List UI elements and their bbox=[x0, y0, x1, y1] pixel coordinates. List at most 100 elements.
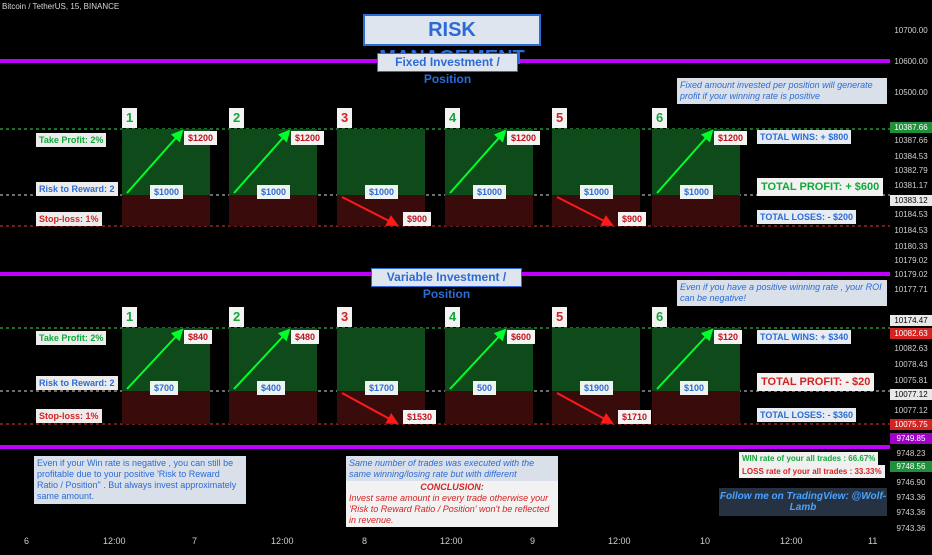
loss-rate: LOSS rate of your all trades : 33.33% bbox=[739, 465, 885, 478]
price-tick: 9743.36 bbox=[896, 493, 926, 502]
section2-risk-reward: Risk to Reward: 2 bbox=[36, 376, 118, 390]
win-arrow bbox=[233, 129, 291, 194]
time-tick: 6 bbox=[24, 536, 30, 546]
result-value: $1530 bbox=[403, 410, 437, 424]
price-tick: 10180.33 bbox=[894, 242, 928, 251]
conclusion-box: CONCLUSION: Invest same amount in every … bbox=[346, 481, 558, 527]
entry-value: $1700 bbox=[365, 381, 399, 395]
win-arrow bbox=[449, 129, 507, 194]
price-tick: 10381.17 bbox=[894, 181, 928, 190]
price-tick: 10174.47 bbox=[890, 315, 932, 326]
result-value: $1200 bbox=[291, 131, 325, 145]
section2-total-profit: TOTAL PROFIT: - $20 bbox=[757, 373, 875, 391]
result-value: $480 bbox=[291, 330, 320, 344]
price-tick: 10700.00 bbox=[894, 26, 928, 35]
entry-value: $1000 bbox=[365, 185, 399, 199]
bottom-left-note: Even if your Win rate is negative , you … bbox=[34, 456, 246, 504]
time-tick: 12:00 bbox=[271, 536, 294, 546]
result-value: $1200 bbox=[507, 131, 541, 145]
section1-total-profit: TOTAL PROFIT: + $600 bbox=[757, 178, 884, 196]
loss-arrow bbox=[341, 392, 399, 424]
price-tick: 10500.00 bbox=[894, 88, 928, 97]
price-tick: 10600.00 bbox=[894, 57, 928, 66]
loss-zone bbox=[652, 391, 740, 424]
win-arrow bbox=[656, 328, 714, 390]
time-tick: 12:00 bbox=[440, 536, 463, 546]
entry-value: $1000 bbox=[257, 185, 291, 199]
price-tick: 10077.12 bbox=[890, 389, 932, 400]
loss-arrow bbox=[556, 392, 614, 424]
loss-zone bbox=[122, 195, 210, 226]
result-value: $1710 bbox=[618, 410, 652, 424]
price-tick: 10077.12 bbox=[894, 406, 928, 415]
follow-note: Follow me on TradingView: @Wolf-Lamb bbox=[719, 488, 887, 516]
price-tick: 10082.63 bbox=[890, 328, 932, 339]
page-title: RISK MANAGEMENT bbox=[363, 14, 541, 69]
price-tick: 9748.23 bbox=[896, 449, 926, 458]
section1-take-profit: Take Profit: 2% bbox=[36, 133, 107, 147]
price-tick: 9748.56 bbox=[890, 461, 932, 472]
result-value: $900 bbox=[618, 212, 647, 226]
loss-zone bbox=[652, 195, 740, 226]
loss-arrow bbox=[556, 196, 614, 226]
profit-zone bbox=[552, 129, 640, 195]
profit-zone bbox=[337, 129, 425, 195]
section-divider bbox=[0, 445, 890, 449]
time-tick: 12:00 bbox=[103, 536, 126, 546]
section2-note: Even if you have a positive winning rate… bbox=[677, 280, 887, 306]
trade-number: 4 bbox=[445, 108, 461, 128]
win-arrow bbox=[126, 328, 184, 390]
trade-number: 1 bbox=[122, 108, 138, 128]
entry-value: 500 bbox=[473, 381, 497, 395]
result-value: $1200 bbox=[714, 131, 748, 145]
price-tick: 10179.02 bbox=[894, 256, 928, 265]
time-tick: 8 bbox=[362, 536, 368, 546]
trade-number: 5 bbox=[552, 307, 568, 327]
result-value: $900 bbox=[403, 212, 432, 226]
entry-value: $700 bbox=[150, 381, 179, 395]
entry-value: $1900 bbox=[580, 381, 614, 395]
win-arrow bbox=[126, 129, 184, 194]
loss-zone bbox=[445, 391, 533, 424]
time-tick: 12:00 bbox=[608, 536, 631, 546]
result-value: $600 bbox=[507, 330, 536, 344]
win-arrow bbox=[233, 328, 291, 390]
conclusion-title: CONCLUSION: bbox=[420, 482, 484, 492]
section1-stop-loss: Stop-loss: 1% bbox=[36, 212, 102, 226]
section2-stop-loss: Stop-loss: 1% bbox=[36, 409, 102, 423]
price-tick: 9749.85 bbox=[890, 433, 932, 444]
time-tick: 9 bbox=[530, 536, 536, 546]
trade-number: 5 bbox=[552, 108, 568, 128]
trade-number: 4 bbox=[445, 307, 461, 327]
price-tick: 9743.36 bbox=[896, 508, 926, 517]
win-arrow bbox=[449, 328, 507, 390]
section1-risk-reward: Risk to Reward: 2 bbox=[36, 182, 118, 196]
price-tick: 10075.75 bbox=[890, 419, 932, 430]
section2-total-wins: TOTAL WINS: + $340 bbox=[757, 330, 852, 344]
price-tick: 10184.53 bbox=[894, 226, 928, 235]
loss-zone bbox=[122, 391, 210, 424]
trade-number: 2 bbox=[229, 108, 245, 128]
win-rate: WIN rate of your all trades : 66.67% bbox=[739, 452, 879, 465]
price-tick: 10075.81 bbox=[894, 376, 928, 385]
time-tick: 7 bbox=[192, 536, 198, 546]
result-value: $1200 bbox=[184, 131, 218, 145]
time-tick: 11 bbox=[868, 536, 878, 546]
price-tick: 10078.43 bbox=[894, 360, 928, 369]
section2-total-loses: TOTAL LOSES: - $360 bbox=[757, 408, 857, 422]
time-tick: 12:00 bbox=[780, 536, 803, 546]
trade-number: 6 bbox=[652, 307, 668, 327]
price-tick: 10387.66 bbox=[890, 122, 932, 133]
result-value: $840 bbox=[184, 330, 213, 344]
section1-total-wins: TOTAL WINS: + $800 bbox=[757, 130, 852, 144]
loss-zone bbox=[229, 391, 317, 424]
loss-zone bbox=[445, 195, 533, 226]
profit-zone bbox=[552, 328, 640, 391]
profit-zone bbox=[337, 328, 425, 391]
price-tick: 10383.12 bbox=[890, 195, 932, 206]
conclusion-text: Invest same amount in every trade otherw… bbox=[349, 493, 550, 525]
section1-total-loses: TOTAL LOSES: - $200 bbox=[757, 210, 857, 224]
price-tick: 10082.63 bbox=[894, 344, 928, 353]
section1-note: Fixed amount invested per position will … bbox=[677, 78, 887, 104]
